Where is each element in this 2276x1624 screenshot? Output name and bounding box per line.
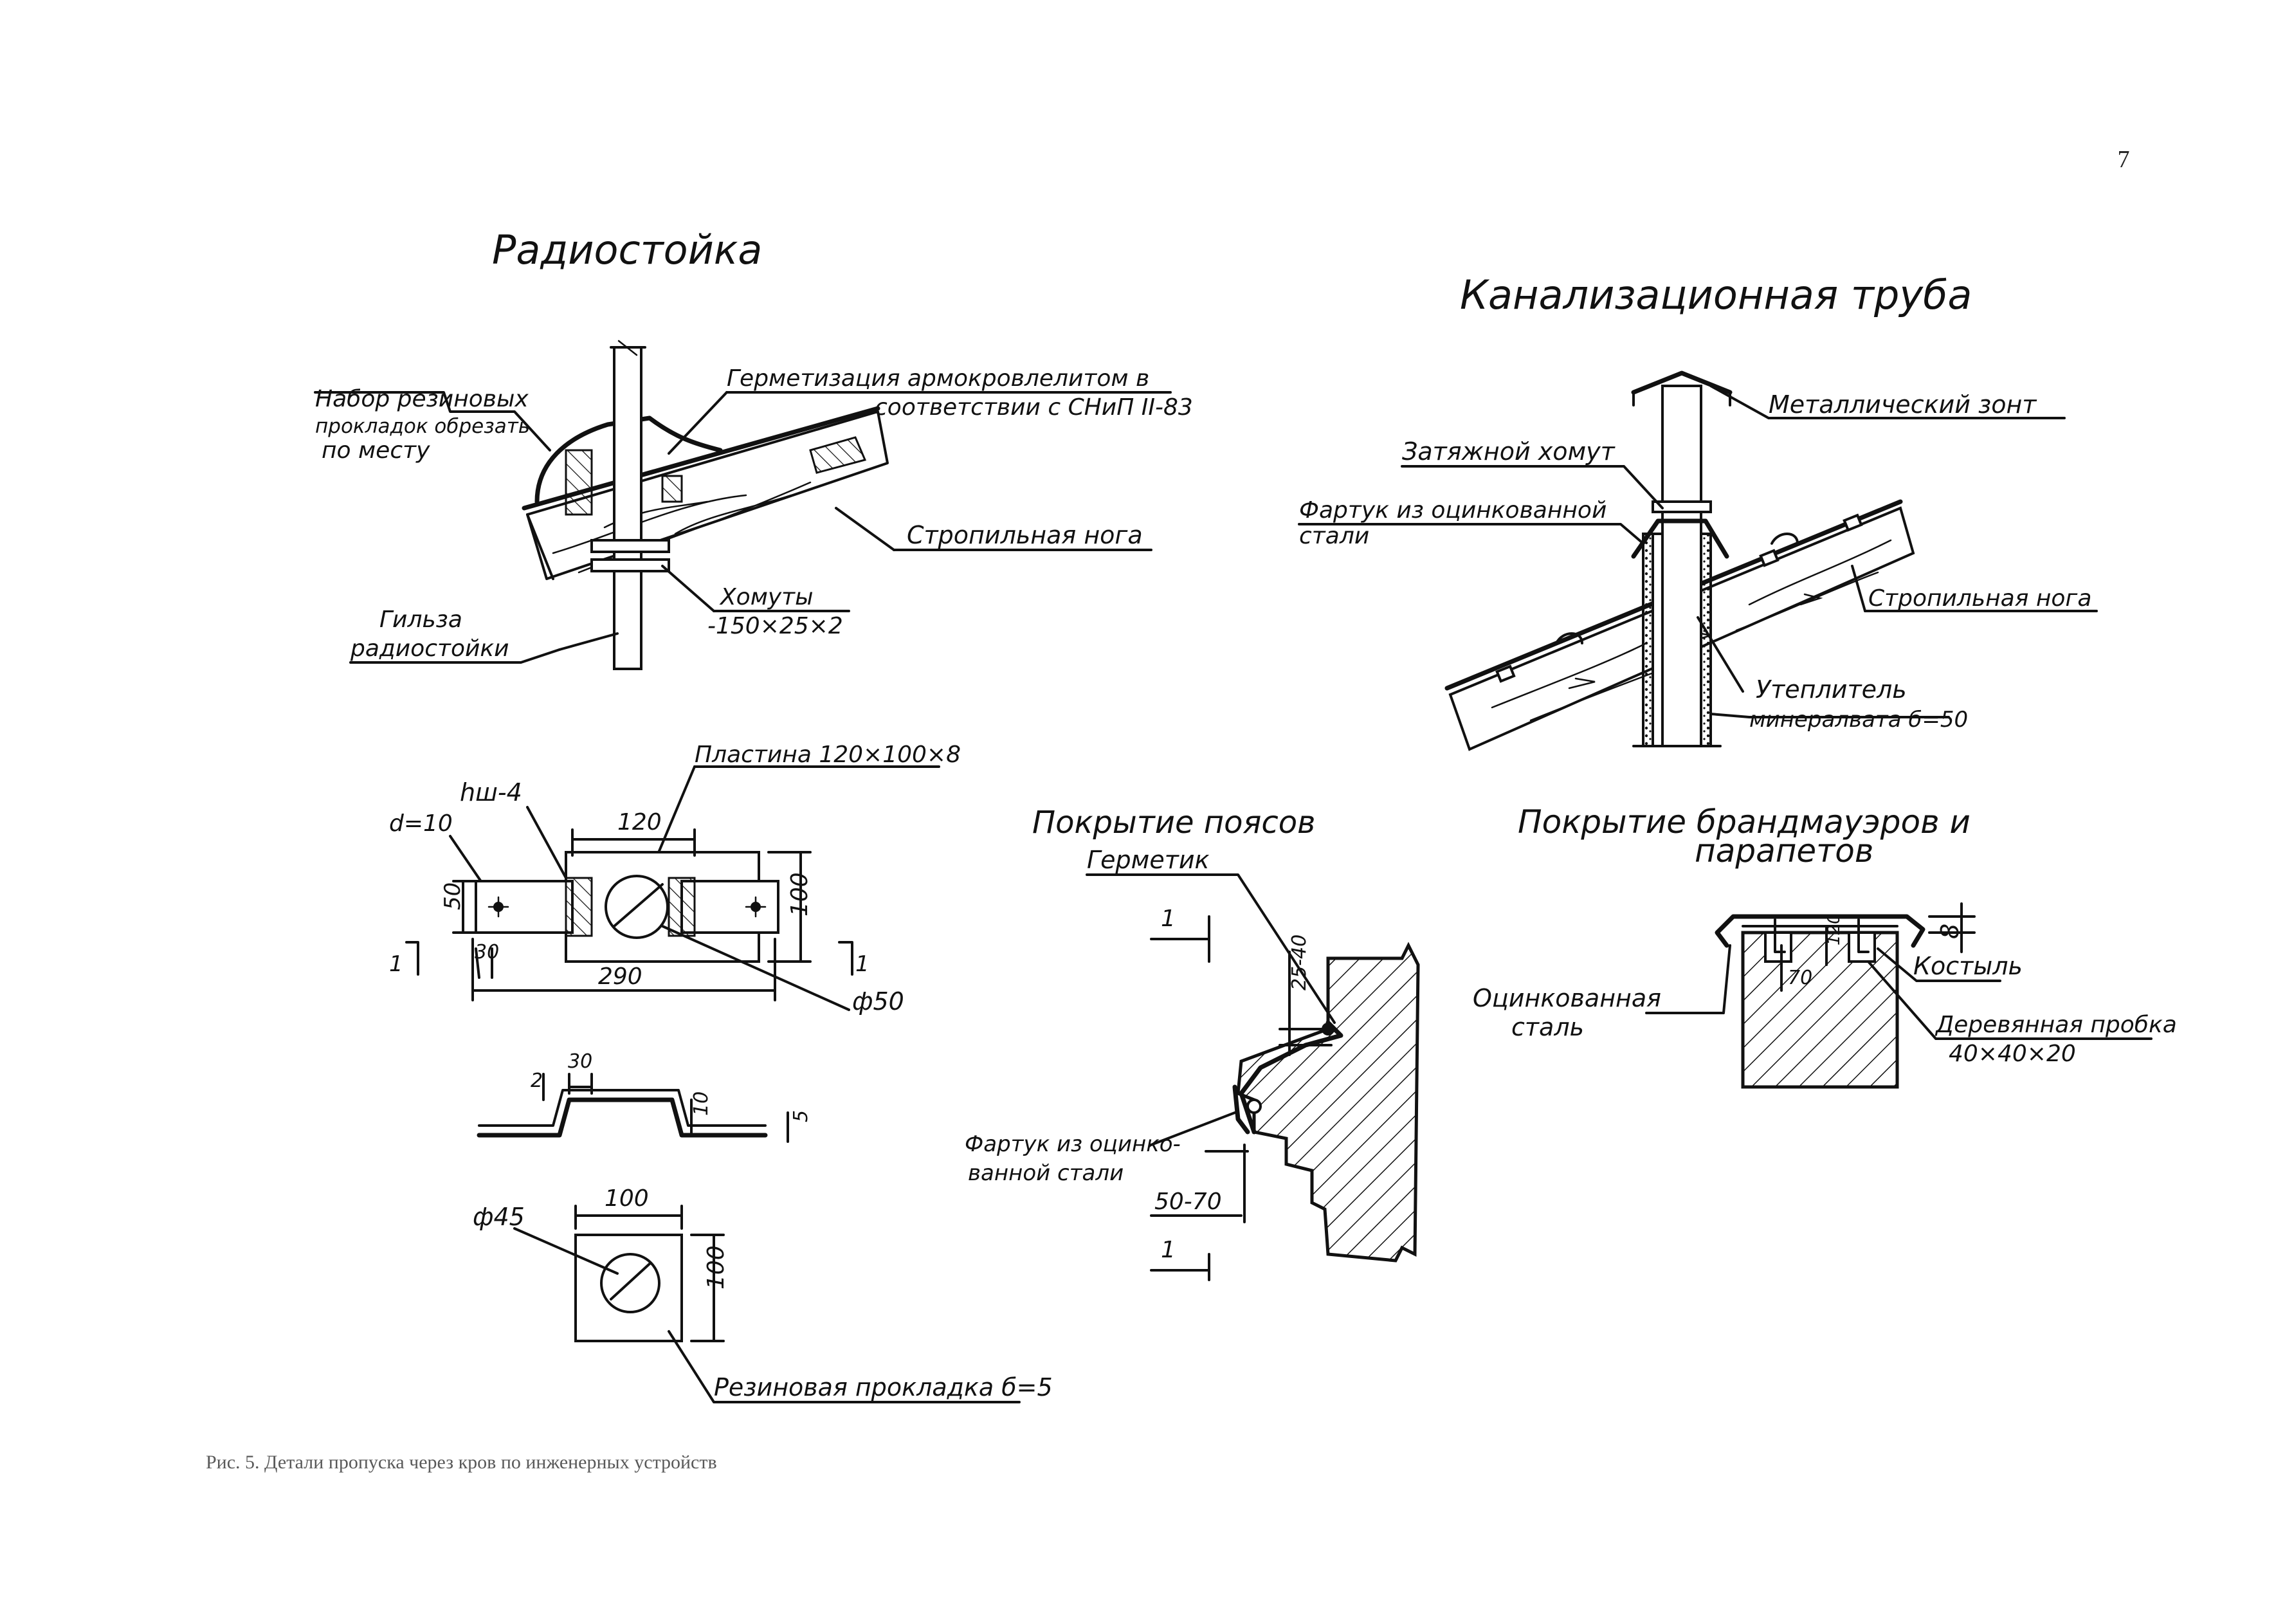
figure-caption: Рис. 5. Детали пропуска через кров по ин… <box>206 1452 717 1473</box>
collar-label: Затяжной хомут <box>1402 437 1616 466</box>
metal-hood <box>1631 370 1733 406</box>
plate-label: Пластина 120×100×8 <box>695 742 961 768</box>
steel-label-1: Оцинкованная <box>1473 984 1661 1012</box>
belt-wall <box>1236 942 1420 1263</box>
clamps-label-1: Хомуты <box>719 584 814 610</box>
dim-120: 120 <box>617 809 662 835</box>
sealing-label-2: соответствии с СНиП II-83 <box>875 394 1193 421</box>
plug-label-1: Деревянная пробка <box>1935 1012 2177 1038</box>
rubber-gasket-stack <box>534 415 723 516</box>
insulation-label-1: Утеплитель <box>1756 675 1907 704</box>
apron-label-1: Фартук из оцинкованной <box>1299 497 1607 524</box>
gasket-label: Резиновая прокладка б=5 <box>714 1373 1053 1401</box>
plate-plan-detail: Пластина 120×100×8 hш-4 d=10 120 50 100 <box>389 742 961 1016</box>
rubber-label-3: по месту <box>322 437 430 464</box>
rubber-gasket-detail: ф45 100 100 Резиновая прокладка б=5 <box>473 1185 1053 1403</box>
section-top: 1 <box>1161 906 1176 932</box>
dim-100: 100 <box>787 872 813 917</box>
crutch-label: Костыль <box>1913 952 2023 980</box>
steel-label-2: сталь <box>1511 1013 1584 1041</box>
belt-title: Покрытие поясов <box>1032 805 1315 841</box>
parapet-dim-120: 120 <box>1825 913 1844 945</box>
rubber-label-2: прокладок обрезать <box>315 415 530 438</box>
sewer-pipe-detail: Канализационная труба <box>1298 271 2098 751</box>
clamps-label-2: -150×25×2 <box>707 613 843 639</box>
phi50-label: ф50 <box>852 987 904 1016</box>
dim-25-40: 25-40 <box>1288 935 1311 990</box>
dim-50-70: 50-70 <box>1154 1189 1222 1215</box>
bend-10: 10 <box>690 1091 713 1116</box>
sealant-label: Герметик <box>1087 846 1210 874</box>
radio-post-sleeve <box>610 340 646 670</box>
apron-label-2: стали <box>1299 523 1369 549</box>
section-bottom: 1 <box>1161 1237 1176 1263</box>
parapet-title-1: Покрытие брандмауэров и <box>1518 803 1971 841</box>
belt-apron-label-2: ванной стали <box>968 1160 1124 1186</box>
radio-post-detail: Радиостойка <box>314 226 1193 670</box>
sleeve-label-2: радиостойки <box>350 635 509 662</box>
parapet-covering-detail: Покрытие брандмауэров и парапетов 70 120… <box>1473 803 2177 1089</box>
gasket-dim-side: 100 <box>703 1245 729 1290</box>
section-mark-right: 1 <box>855 951 869 977</box>
bend-5: 5 <box>790 1110 812 1122</box>
dim-290: 290 <box>598 963 642 990</box>
pipe-body <box>1632 385 1722 747</box>
weld-label: hш-4 <box>460 778 522 807</box>
plate-section-detail: 30 2 10 5 <box>477 1050 812 1143</box>
belt-apron-label-1: Фартук из оцинко- <box>965 1131 1181 1157</box>
radio-clamps <box>590 539 670 572</box>
page-number: 7 <box>2118 146 2130 173</box>
d10-label: d=10 <box>389 810 453 837</box>
parapet-dim-70: 70 <box>1788 967 1812 989</box>
rubber-label-1: Набор резиновых <box>315 386 529 412</box>
parapet-dim-8: 8 <box>1936 924 1964 939</box>
sleeve-label-1: Гильза <box>379 607 462 633</box>
insulation-label-2: минералвата б=50 <box>1749 707 1968 733</box>
pipe-rafter-label: Стропильная нога <box>1868 585 2091 612</box>
sealing-label-1: Герметизация армокровлелитом в <box>727 365 1149 392</box>
pipe-title: Канализационная труба <box>1460 271 1972 318</box>
radio-title: Радиостойка <box>492 226 762 273</box>
phi45-label: ф45 <box>473 1203 525 1231</box>
section-mark-left: 1 <box>389 951 403 977</box>
pipe-collar-apron <box>1631 500 1729 559</box>
parapet-title-2: парапетов <box>1695 832 1873 870</box>
dim-30: 30 <box>475 941 499 963</box>
hood-label: Металлический зонт <box>1769 390 2037 419</box>
bend-30: 30 <box>568 1050 592 1073</box>
bend-2: 2 <box>531 1070 543 1092</box>
gasket-dim-top: 100 <box>605 1185 649 1212</box>
dim-50: 50 <box>440 882 466 910</box>
belt-covering-detail: Покрытие поясов Герметик 1 1 25-40 50-70… <box>965 805 1420 1281</box>
radio-rafter-label: Стропильная нога <box>907 521 1143 549</box>
plug-label-2: 40×40×20 <box>1949 1041 2076 1067</box>
